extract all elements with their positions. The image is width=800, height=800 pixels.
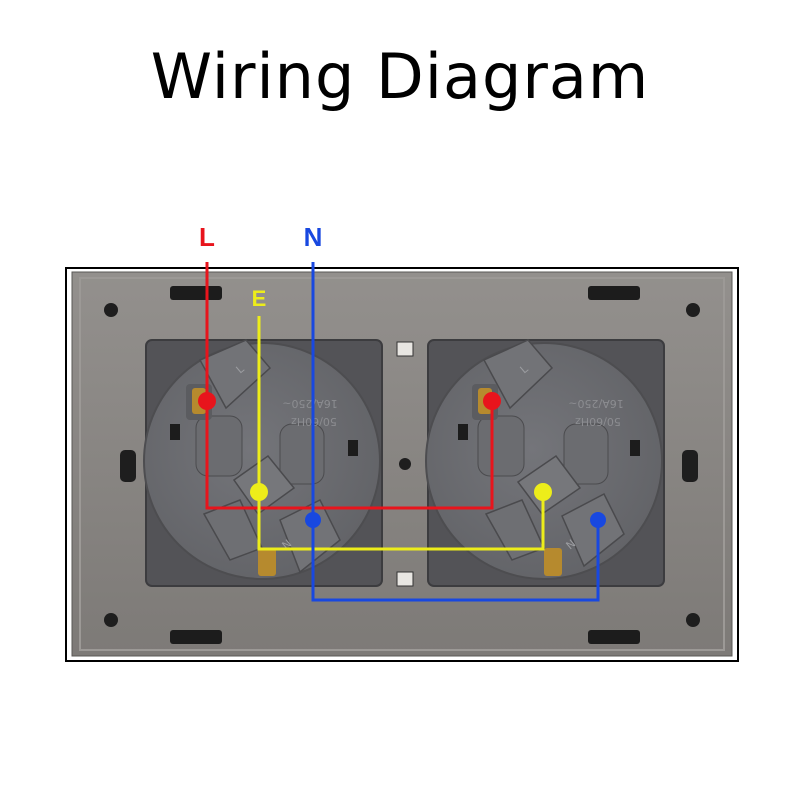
rating-line-1: 16A/250~ xyxy=(282,397,337,410)
mount-hole-icon xyxy=(104,303,118,317)
live-terminal-dot xyxy=(483,392,501,410)
side-slot-icon xyxy=(120,450,136,482)
mount-hole-icon xyxy=(686,303,700,317)
earth-terminal-dot xyxy=(534,483,552,501)
live-wire xyxy=(205,262,494,510)
center-tab-icon xyxy=(396,571,414,587)
mount-hole-icon xyxy=(686,613,700,627)
neutral-wire xyxy=(311,262,600,602)
clip-slot-icon xyxy=(588,630,640,644)
clip-slot-icon xyxy=(170,286,222,300)
neutral-terminal-dot xyxy=(305,512,321,528)
plate-inner-edge xyxy=(79,277,725,651)
page-title: Wiring Diagram xyxy=(150,40,650,113)
earth-terminal-dot xyxy=(250,483,268,501)
earth-wire xyxy=(257,316,545,551)
rating-line-2: 50/60Hz xyxy=(575,415,621,428)
neutral-label: N xyxy=(304,222,323,252)
rating-line-1: 16A/250~ xyxy=(568,397,623,410)
live-terminal-dot xyxy=(198,392,216,410)
neutral-terminal-dot xyxy=(590,512,606,528)
side-slot-icon xyxy=(682,450,698,482)
live-label: L xyxy=(199,222,215,252)
center-tab-icon xyxy=(396,341,414,357)
mount-hole-icon xyxy=(399,458,411,470)
clip-slot-icon xyxy=(170,630,222,644)
mount-hole-icon xyxy=(104,613,118,627)
clip-slot-icon xyxy=(588,286,640,300)
earth-label: E xyxy=(252,286,267,311)
